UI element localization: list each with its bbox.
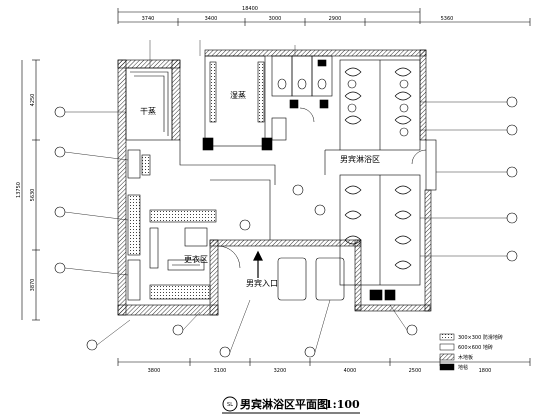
dim-top-1: 3740 — [142, 16, 155, 22]
left-dimension-lines — [21, 59, 40, 321]
room-label-shower-area: 男宾淋浴区 — [340, 154, 380, 164]
dim-bottom-4: 4000 — [344, 368, 357, 374]
drawing-title: 男宾淋浴区平面图 — [240, 397, 328, 411]
title-badge-text: SL — [227, 402, 233, 408]
entrance-arrow — [253, 250, 263, 278]
drawing-scale: 1:100 — [325, 398, 360, 411]
callout-markers — [54, 96, 518, 358]
shower-stalls-lower — [339, 174, 421, 301]
dim-top-2: 3400 — [205, 16, 218, 22]
material-legend — [439, 333, 455, 371]
changing-room-lockers — [127, 149, 217, 301]
dim-top-4: 2900 — [329, 16, 342, 22]
room-label-dry-steam: 干蒸 — [140, 106, 156, 116]
dim-left-1: 4250 — [30, 94, 36, 107]
shower-stalls-upper — [339, 59, 421, 151]
dry-steam-room — [125, 67, 173, 141]
dim-bottom-3: 3200 — [274, 368, 287, 374]
interior-partitions — [179, 117, 437, 301]
outer-walls — [117, 49, 432, 316]
title-badge-circle — [222, 396, 238, 412]
legend-item-3: 木地板 — [458, 354, 473, 361]
dim-top-5: 5360 — [441, 16, 454, 22]
dim-left-3: 3870 — [30, 279, 36, 292]
wet-steam-room — [202, 55, 273, 151]
dim-bottom-6: 1800 — [479, 368, 492, 374]
legend-item-1: 300×300 防滑地砖 — [458, 334, 503, 341]
legend-item-2: 600×600 地砖 — [458, 344, 493, 351]
room-label-changing: 更衣区 — [184, 254, 208, 264]
legend-item-4: 地毯 — [458, 364, 468, 371]
dim-bottom-2: 3100 — [214, 368, 227, 374]
room-label-wet-steam: 湿蒸 — [230, 90, 246, 100]
annotation-leaders — [64, 40, 507, 353]
dim-top-3: 3000 — [269, 16, 282, 22]
toilet-stalls — [271, 55, 333, 109]
dim-bottom-1: 3800 — [148, 368, 161, 374]
dim-overall-top: 18400 — [242, 6, 258, 12]
dim-left-2: 5630 — [30, 189, 36, 202]
room-label-entrance: 男宾入口 — [246, 278, 278, 288]
top-dimension-lines — [117, 8, 531, 26]
door-swings — [217, 107, 427, 269]
dim-left-overall: 13750 — [16, 182, 22, 198]
dim-bottom-5: 2500 — [409, 368, 422, 374]
